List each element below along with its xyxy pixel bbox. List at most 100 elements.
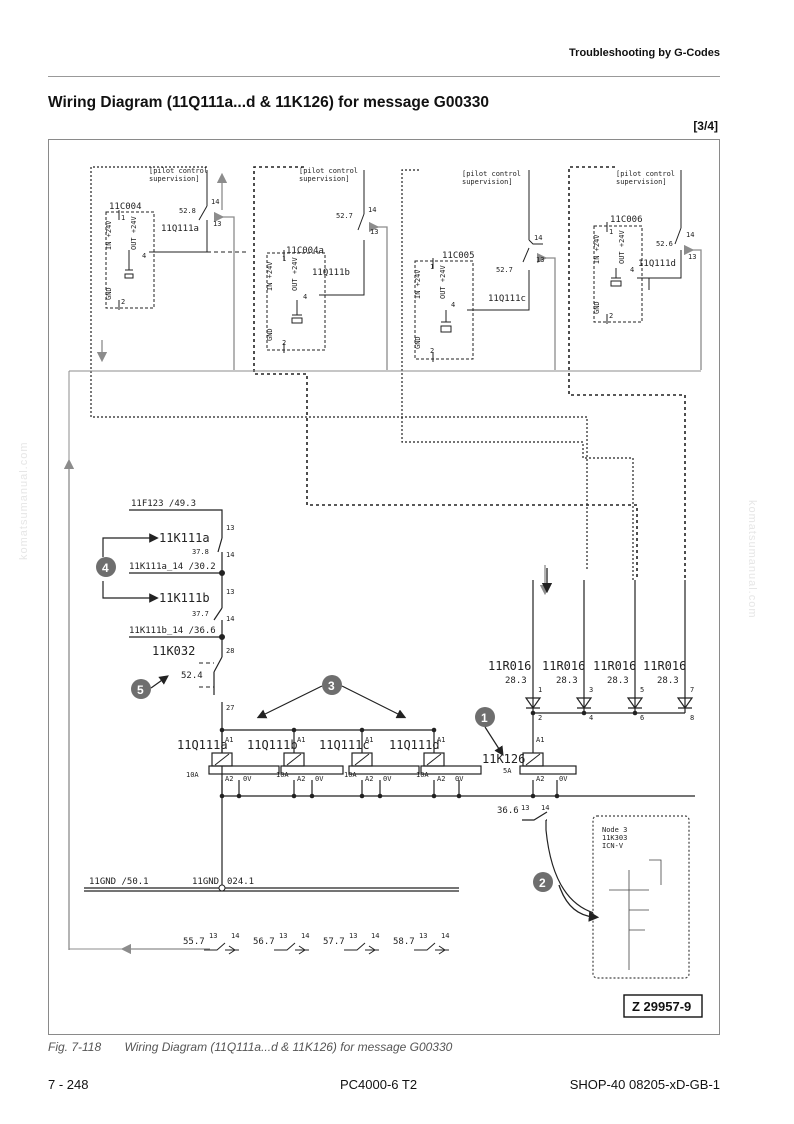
- k032-pin-27: 27: [226, 704, 234, 712]
- bottom-contact-14: 14: [371, 932, 379, 940]
- bottom-contact-14: 14: [441, 932, 449, 940]
- pin-4-label: 4: [451, 301, 455, 309]
- inset-node: Node 3: [602, 826, 627, 834]
- inset-id: 11K303: [602, 834, 627, 842]
- pin-in-label: IN +24V: [105, 220, 113, 250]
- figure-caption: Fig. 7-118 Wiring Diagram (11Q111a...d &…: [48, 1040, 452, 1054]
- bottom-contact-13: 13: [209, 932, 217, 940]
- bottom-contact-ref: 55.7: [183, 937, 205, 947]
- pilot-b-wiring: [283, 170, 365, 353]
- pin-out-label: OUT +24V: [439, 264, 447, 299]
- badge-3: [322, 675, 342, 695]
- pilot-a-wiring: [118, 170, 249, 310]
- coil-pin-0v: 0V: [315, 775, 324, 783]
- supervision-label-line1: [pilot control: [462, 170, 521, 178]
- k111b-ref: 37.7: [192, 610, 209, 618]
- inset-panel: Node 3 11K303 ICN-V: [592, 815, 690, 979]
- coil-fuse: 10A: [344, 771, 357, 779]
- bottom-contact-ref: 56.7: [253, 937, 275, 947]
- relay-ref: 52.6: [656, 240, 673, 248]
- pilot-outlines: [90, 166, 686, 580]
- callout-badges: 1 2 3 4 5: [96, 557, 553, 892]
- coil-pin-0v: 0V: [455, 775, 464, 783]
- pin-1-label: 1: [121, 214, 125, 222]
- bottom-contact-ref: 58.7: [393, 937, 415, 947]
- contact-pin-14: 14: [534, 234, 542, 242]
- figure-number: Fig. 7-118: [48, 1040, 102, 1054]
- badge-4-label: 4: [102, 561, 109, 575]
- inset-arrow: [558, 884, 600, 922]
- k111a-pin-13: 13: [226, 524, 234, 532]
- pin-2-label: 2: [430, 347, 434, 355]
- supply-nodes: [219, 570, 225, 640]
- coil-pin-a2: A2: [536, 775, 544, 783]
- coil-pin-a2: A2: [225, 775, 233, 783]
- diode-pin-in: 3: [589, 686, 593, 694]
- k111b-pin-14: 14: [226, 615, 234, 623]
- coil-pin-a1: A1: [536, 736, 544, 744]
- k111a-pin-14: 14: [226, 551, 234, 559]
- pin-in-label: IN +24V: [414, 269, 422, 299]
- footer-doc: SHOP-40 08205-xD-GB-1: [569, 1077, 720, 1092]
- page-marker: [3/4]: [693, 119, 718, 133]
- ground-mid-label: 11GND: [192, 877, 219, 887]
- badge-1-label: 1: [481, 711, 488, 725]
- k032-label: 11K032: [152, 644, 195, 658]
- supervision-label-line1: [pilot control: [616, 170, 675, 178]
- relay-ref: 52.7: [336, 212, 353, 220]
- watermark-left: komatsumanual.com: [18, 441, 30, 561]
- badge-2-label: 2: [539, 876, 546, 890]
- k032-pin-28: 28: [226, 647, 234, 655]
- supply-fuse-label: 11F123 /49.3: [131, 499, 196, 509]
- pin-4-label: 4: [142, 252, 146, 260]
- coil-pin-a1: A1: [225, 736, 233, 744]
- supervision-label-line2: supervision]: [299, 175, 350, 183]
- supervision-label-line1: [pilot control: [149, 167, 208, 175]
- pilot-d-wiring: [606, 170, 682, 324]
- coil-pin-0v: 0V: [243, 775, 252, 783]
- coil-fuse: 10A: [416, 771, 429, 779]
- contact-pin-13: 13: [213, 220, 221, 228]
- bottom-contact-13: 13: [349, 932, 357, 940]
- ref-number: Z 29957-9: [632, 999, 691, 1014]
- bottom-contact-14: 14: [301, 932, 309, 940]
- pin-1-label: 1: [430, 263, 434, 271]
- coil-fuse: 5A: [503, 767, 512, 775]
- coil-pin-0v: 0V: [383, 775, 392, 783]
- footer-model: PC4000-6 T2: [340, 1077, 418, 1092]
- diode-pin-in: 1: [538, 686, 542, 694]
- pin-2-label: 2: [121, 298, 125, 306]
- pin-4-label: 4: [303, 293, 307, 301]
- contact-pin-14: 14: [686, 231, 694, 239]
- k032-actuator: [199, 662, 214, 688]
- pin-2-label: 2: [282, 339, 286, 347]
- relay-label: 11Q111c: [488, 294, 526, 304]
- pin-in-label: IN +24V: [593, 234, 601, 264]
- supervision-label-line2: supervision]: [462, 178, 513, 186]
- coil-pin-a1: A1: [297, 736, 305, 744]
- badge-1: [475, 707, 495, 727]
- supervision-label-line1: [pilot control: [299, 167, 358, 175]
- relay-label: 11Q111d: [638, 259, 676, 269]
- pin-out-label: OUT +24V: [130, 215, 138, 250]
- contact-pin-14: 14: [368, 206, 376, 214]
- bottom-contacts: [204, 942, 449, 955]
- diode-label: 11R016: [542, 659, 585, 673]
- badge-pointers: [150, 675, 504, 757]
- relay-label: 11Q111a: [161, 224, 199, 234]
- coil-pin-a1: A1: [437, 736, 445, 744]
- module-label: 11C005: [442, 251, 475, 261]
- section-header: Troubleshooting by G-Codes: [569, 47, 720, 59]
- k111b-label: 11K111b: [159, 591, 210, 605]
- diode-label: 11R016: [643, 659, 686, 673]
- diode-pin-out: 6: [640, 714, 644, 722]
- module-label: 11C004a: [286, 246, 324, 256]
- coil-pin-a1: A1: [365, 736, 373, 744]
- bottom-contact-14: 14: [231, 932, 239, 940]
- diode-pin-in: 7: [690, 686, 694, 694]
- contact-pin-13: 13: [536, 256, 544, 264]
- bottom-contact-13: 13: [279, 932, 287, 940]
- k126-contact-ref: 36.6: [497, 806, 519, 816]
- bottom-contact-13: 13: [419, 932, 427, 940]
